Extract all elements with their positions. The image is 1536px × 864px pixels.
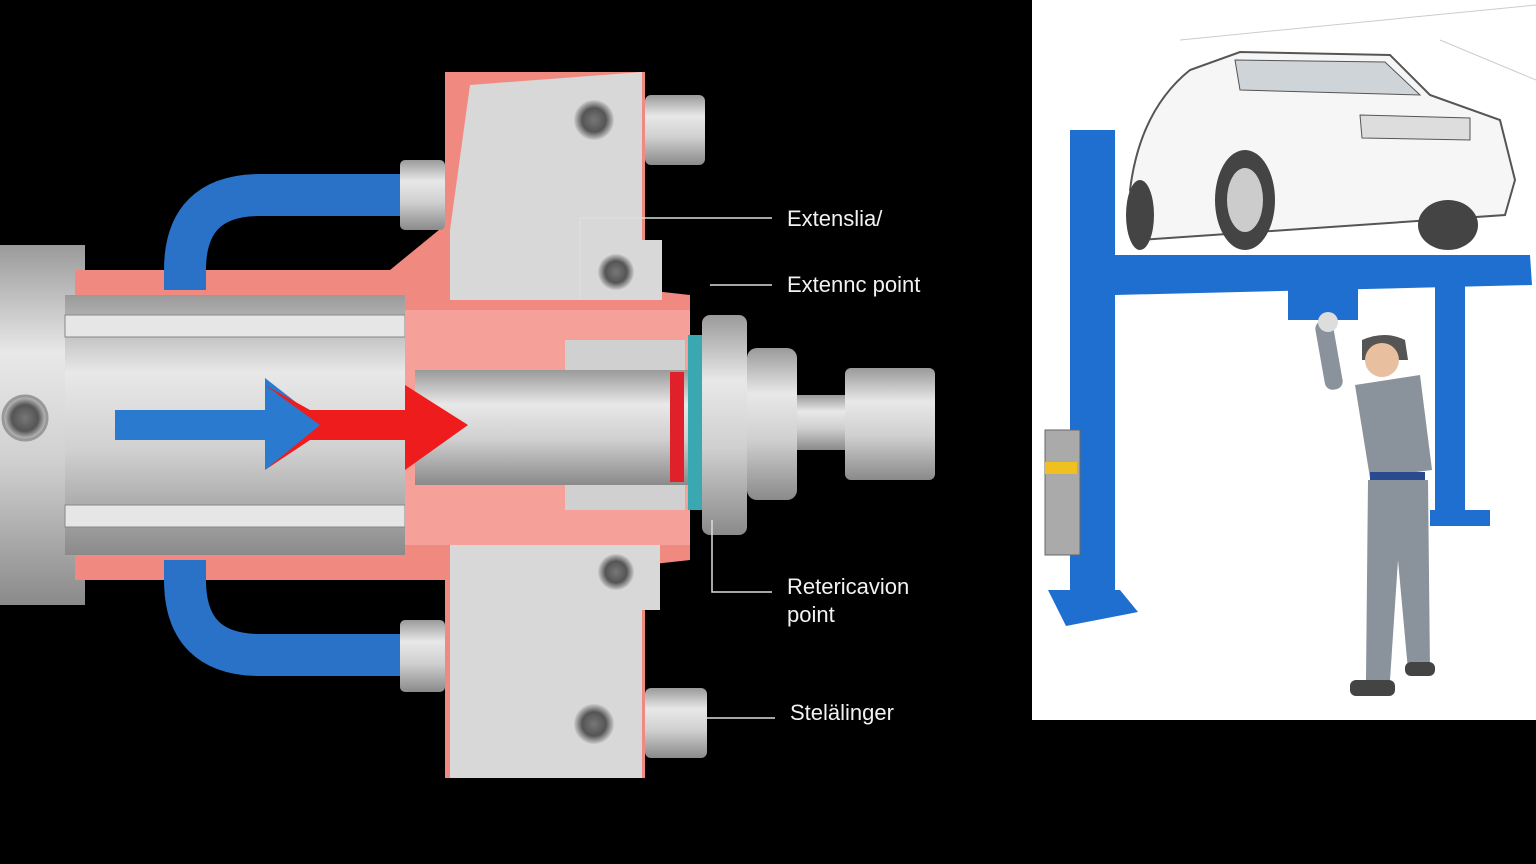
bolt xyxy=(574,100,614,140)
tie-rod xyxy=(64,504,406,528)
lift-arm xyxy=(1115,255,1532,295)
leader-lines xyxy=(579,217,775,719)
label-retraction-line1: Retericavion xyxy=(787,574,909,599)
wiper-ring xyxy=(688,335,702,510)
ceiling-lines xyxy=(1179,4,1536,81)
label-steel-cylinder: Stelälinger xyxy=(790,700,894,725)
nut xyxy=(645,95,705,165)
flow-arrow-red xyxy=(265,385,468,470)
flow-arrow-blue xyxy=(115,378,325,470)
lift-pad xyxy=(1288,280,1358,320)
label-extension-point: Extennc point xyxy=(787,272,920,297)
end-cap-bolt xyxy=(1,394,49,442)
lift-control-box xyxy=(1044,429,1081,556)
tie-rod xyxy=(64,314,406,338)
hose-fitting xyxy=(400,160,445,230)
bolt xyxy=(574,704,614,744)
bolt xyxy=(598,554,634,590)
car-windshield xyxy=(1234,59,1422,96)
lift-base-right xyxy=(1430,510,1490,526)
seal xyxy=(670,372,684,482)
car-lift-illustration xyxy=(1032,0,1536,720)
car-wheel xyxy=(1126,180,1154,250)
nut xyxy=(645,688,707,758)
car-hubcap xyxy=(1227,168,1263,232)
upper-hose xyxy=(164,174,410,290)
hose-fitting xyxy=(400,620,445,692)
label-retraction-line2: point xyxy=(787,602,835,627)
rod-nut xyxy=(845,368,935,480)
lower-hose xyxy=(164,560,410,676)
end-washer xyxy=(702,315,747,535)
mechanic xyxy=(1315,312,1435,696)
car-wheel xyxy=(1418,200,1478,250)
control-handle xyxy=(1045,462,1077,474)
bolt xyxy=(598,254,634,290)
threaded-end xyxy=(797,395,852,450)
car-grille xyxy=(1359,114,1471,141)
rod-collar xyxy=(747,348,797,500)
lower-flange-block xyxy=(450,610,642,778)
lift-base-left xyxy=(1048,590,1138,626)
lift-post-right xyxy=(1435,270,1465,520)
label-extension: Extenslia/ xyxy=(787,206,883,231)
